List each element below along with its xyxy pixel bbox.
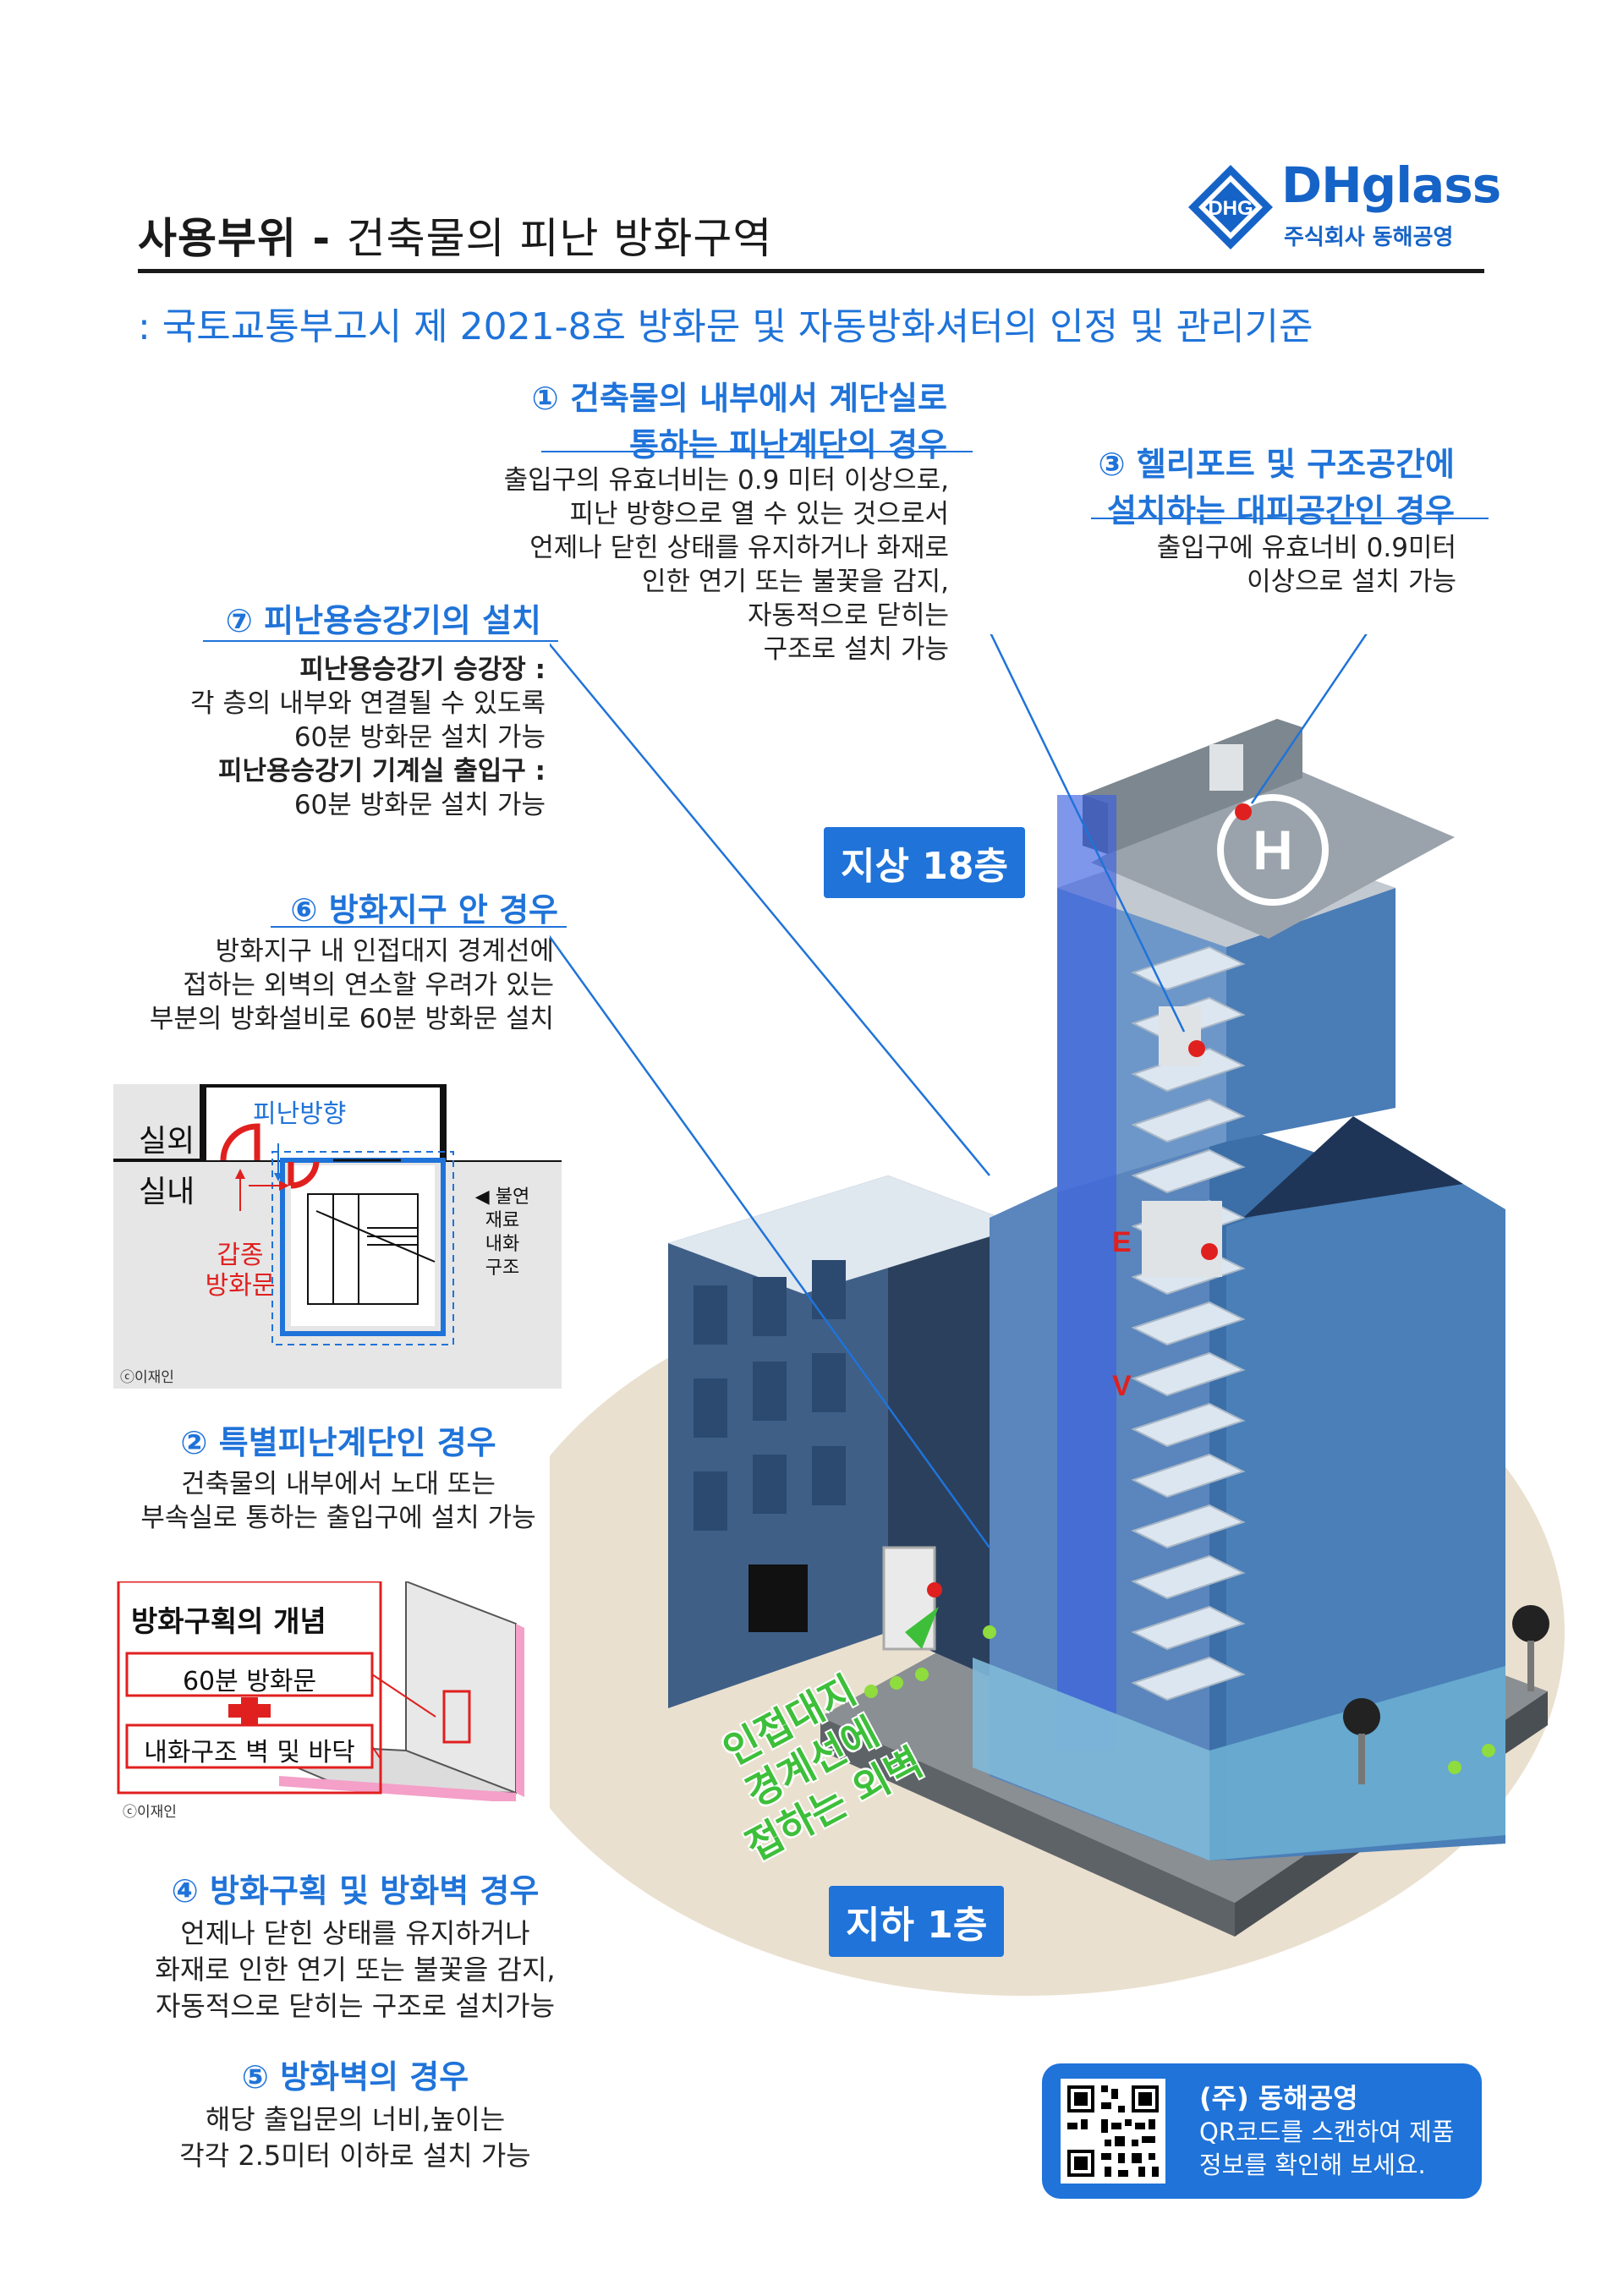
page-title: 사용부위 - 건축물의 피난 방화구역	[138, 205, 772, 266]
concept-credit: ⓒ이재인	[123, 1804, 177, 1821]
section7-line: 60분 방화문 설치 가능	[293, 790, 546, 820]
section4-line: 언제나 닫힌 상태를 유지하거나	[180, 1917, 530, 1949]
stair-material-line: ◀ 불연	[474, 1186, 530, 1208]
section1-title-line1: ① 건축물의 내부에서 계단실로	[531, 380, 947, 417]
qr-promo-box[interactable]: (주) 동해공영 QR코드를 스캔하여 제품 정보를 확인해 보세요.	[1042, 2063, 1482, 2199]
fire-compartment-drawing	[117, 1581, 524, 1801]
page-title-prefix: 사용부위 -	[138, 214, 332, 263]
concept-item-wall: 내화구조 벽 및 바닥	[144, 1738, 355, 1767]
section1-line: 출입구의 유효너비는 0.9 미터 이상으로,	[503, 465, 949, 496]
stair-door-label-line: 방화문	[205, 1271, 276, 1301]
section1-line: 언제나 닫힌 상태를 유지하거나 화재로	[529, 533, 949, 563]
section7-title: ⑦ 피난용승강기의 설치	[225, 602, 541, 639]
section6-line: 접하는 외벽의 연소할 우려가 있는	[183, 970, 554, 1000]
section3-line: 이상으로 설치 가능	[1247, 567, 1456, 597]
stair-diagram-drawing	[113, 1084, 562, 1389]
section3-title: ③ 헬리포트 및 구조공간에 설치하는 대피공간인 경우	[1015, 438, 1455, 531]
logo-corp: 주식회사 동해공영	[1284, 220, 1453, 251]
section1-line: 구조로 설치 가능	[763, 634, 949, 665]
dhg-diamond-icon: DHG	[1188, 165, 1273, 249]
stair-diagram: 실외 실내 피난방향 갑종 방화문 ◀ 불연 재료 내화 구조 ⓒ이재인	[113, 1084, 562, 1389]
exterior-staircase	[1131, 945, 1246, 1701]
section6-body: 방화지구 내 인접대지 경계선에 접하는 외벽의 연소할 우려가 있는 부분의 …	[85, 934, 554, 1036]
section2-body: 건축물의 내부에서 노대 또는 부속실로 통하는 출입구에 설치 가능	[93, 1467, 584, 1535]
elevator-letter-v: V	[1112, 1370, 1132, 1402]
section7-underline	[203, 640, 558, 642]
section4-body: 언제나 닫힌 상태를 유지하거나 화재로 인한 연기 또는 불꽃을 감지, 자동…	[101, 1915, 609, 2025]
section1-title-line2: 통하는 피난계단의 경우	[628, 426, 947, 463]
section5-title: ⑤ 방화벽의 경우	[241, 2058, 469, 2096]
qr-code-icon[interactable]	[1061, 2079, 1165, 2184]
heliport-roof	[1091, 761, 1455, 939]
stair-door-label-line: 갑종	[217, 1241, 264, 1270]
stair-inside-label: 실내	[139, 1175, 195, 1209]
section7-body: 피난용승강기 승강장 : 각 층의 내부와 연결될 수 있도록 60분 방화문 …	[127, 653, 546, 822]
building-illustration: H E V	[550, 634, 1565, 1996]
stair-material-line: 내화	[485, 1234, 520, 1255]
floor-bottom-tag: 지하 1층	[829, 1886, 1005, 1957]
elevator-shaft	[1057, 795, 1116, 1751]
section7-label2: 피난용승강기 기계실 출입구 :	[217, 756, 546, 786]
logo-brand: DHglass	[1281, 156, 1501, 214]
stair-material-line: 재료	[485, 1210, 520, 1231]
stair-door-label: 갑종 방화문	[198, 1241, 282, 1301]
section2-line: 부속실로 통하는 출입구에 설치 가능	[140, 1503, 536, 1533]
section4-line: 자동적으로 닫히는 구조로 설치가능	[155, 1990, 556, 2022]
header-divider	[138, 269, 1484, 273]
qr-text: QR코드를 스캔하여 제품 정보를 확인해 보세요.	[1199, 2116, 1455, 2182]
logo-corp-prefix: 주식회사	[1284, 225, 1365, 250]
stair-material-label: ◀ 불연 재료 내화 구조	[460, 1186, 545, 1280]
floor-top-tag: 지상 18층	[824, 827, 1025, 898]
section7-label1: 피난용승강기 승강장 :	[299, 655, 546, 685]
section7-line: 60분 방화문 설치 가능	[293, 722, 546, 753]
section6-line: 부분의 방화설비로 60분 방화문 설치	[149, 1004, 554, 1034]
section6-line: 방화지구 내 인접대지 경계선에	[215, 936, 554, 967]
section1-title: ① 건축물의 내부에서 계단실로 통하는 피난계단의 경우	[474, 372, 947, 465]
section3-body: 출입구에 유효너비 0.9미터 이상으로 설치 가능	[1057, 531, 1456, 599]
page-subtitle: : 국토교통부고시 제 2021-8호 방화문 및 자동방화셔터의 인정 및 관…	[138, 305, 1313, 348]
logo-badge-text: DHG	[1208, 197, 1253, 220]
section3-title-line2: 설치하는 대피공간인 경우	[1106, 492, 1455, 529]
concept-heading: 방화구획의 개념	[131, 1605, 326, 1639]
section4-line: 화재로 인한 연기 또는 불꽃을 감지,	[155, 1954, 556, 1986]
page-title-main: 건축물의 피난 방화구역	[346, 214, 773, 263]
qr-text-line: 정보를 확인해 보세요.	[1199, 2151, 1426, 2179]
stair-credit: ⓒ이재인	[120, 1369, 174, 1386]
section5-body: 해당 출입문의 너비,높이는 각각 2.5미터 이하로 설치 가능	[135, 2101, 575, 2174]
section4-title: ④ 방화구획 및 방화벽 경우	[171, 1872, 540, 1910]
elevator-letter-e: E	[1112, 1226, 1132, 1258]
stair-material-line: 구조	[485, 1258, 520, 1279]
logo-corp-name: 동해공영	[1372, 225, 1454, 250]
fire-compartment-diagram: 방화구획의 개념 60분 방화문 내화구조 벽 및 바닥 ⓒ이재인	[110, 1581, 533, 1821]
concept-item-door: 60분 방화문	[182, 1667, 317, 1696]
stair-direction-label: 피난방향	[253, 1099, 347, 1129]
section3-underline	[1091, 518, 1489, 519]
callout-lines	[550, 634, 1368, 1548]
section1-line: 피난 방향으로 열 수 있는 것으로서	[569, 499, 949, 529]
heliport-h-icon: H	[1253, 819, 1293, 881]
section1-line: 자동적으로 닫히는	[747, 600, 949, 631]
section7-line: 각 층의 내부와 연결될 수 있도록	[189, 688, 546, 719]
qr-company: (주) 동해공영	[1199, 2082, 1358, 2114]
section1-body: 출입구의 유효너비는 0.9 미터 이상으로, 피난 방향으로 열 수 있는 것…	[423, 463, 949, 666]
section3-title-line1: ③ 헬리포트 및 구조공간에	[1098, 446, 1455, 483]
section1-line: 인한 연기 또는 불꽃을 감지,	[642, 567, 949, 597]
stair-outside-label: 실외	[139, 1124, 195, 1159]
section6-title: ⑥ 방화지구 안 경우	[290, 891, 558, 929]
section5-line: 각각 2.5미터 이하로 설치 가능	[179, 2140, 531, 2172]
qr-text-line: QR코드를 스캔하여 제품	[1199, 2118, 1455, 2146]
section3-line: 출입구에 유효너비 0.9미터	[1156, 533, 1456, 563]
section2-title: ② 특별피난계단인 경우	[180, 1424, 496, 1461]
section2-line: 건축물의 내부에서 노대 또는	[181, 1469, 496, 1499]
company-logo: DHG DHglass 주식회사 동해공영	[1184, 156, 1501, 258]
section1-underline	[541, 451, 973, 452]
section6-underline	[271, 926, 567, 928]
section5-line: 해당 출입문의 너비,높이는	[205, 2103, 506, 2135]
